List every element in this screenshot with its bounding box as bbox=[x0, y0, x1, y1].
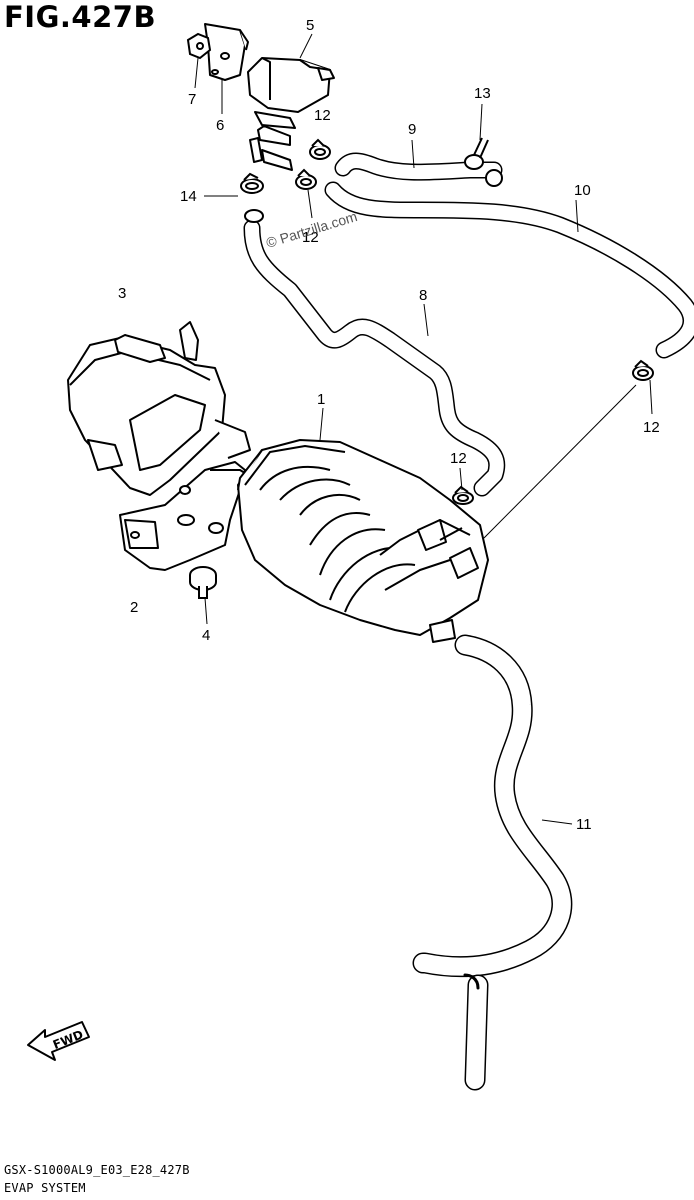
callout-4: 4 bbox=[202, 627, 210, 644]
clamp-12-hose10[interactable] bbox=[632, 359, 654, 381]
callout-12-mid: 12 bbox=[302, 229, 319, 246]
callout-8: 8 bbox=[419, 287, 427, 304]
clamp-14[interactable] bbox=[240, 172, 264, 194]
purge-control-valve[interactable] bbox=[247, 57, 335, 171]
callout-12-top: 12 bbox=[314, 107, 331, 124]
bracket[interactable] bbox=[119, 461, 249, 571]
callout-1: 1 bbox=[317, 391, 325, 408]
callout-6: 6 bbox=[216, 117, 224, 134]
callout-10: 10 bbox=[574, 182, 591, 199]
hose-8[interactable] bbox=[243, 219, 506, 497]
hose-10[interactable] bbox=[324, 181, 694, 359]
figure-name: EVAP SYSTEM bbox=[4, 1181, 86, 1195]
callout-7: 7 bbox=[188, 91, 196, 108]
figure-code: GSX-S1000AL9_E03_E28_427B bbox=[4, 1163, 190, 1177]
clamp-12-top[interactable] bbox=[309, 138, 331, 160]
canister[interactable] bbox=[237, 439, 489, 643]
hose-11[interactable] bbox=[412, 634, 573, 1091]
callout-9: 9 bbox=[408, 121, 416, 138]
hose-9-end bbox=[485, 169, 503, 187]
callout-2: 2 bbox=[130, 599, 138, 616]
callout-5: 5 bbox=[306, 17, 314, 34]
callout-12-canister: 12 bbox=[450, 450, 467, 467]
valve-bracket[interactable] bbox=[204, 23, 249, 81]
fwd-arrow: FWD bbox=[27, 1021, 90, 1061]
hose-8-end bbox=[244, 209, 264, 223]
callout-3: 3 bbox=[118, 285, 126, 302]
clamp-12-hose8[interactable] bbox=[452, 485, 474, 505]
clamp-12-mid[interactable] bbox=[295, 168, 317, 190]
hose-9[interactable] bbox=[334, 152, 503, 181]
canister-cover[interactable] bbox=[67, 321, 251, 496]
callout-11: 11 bbox=[576, 816, 592, 833]
leader-lines bbox=[194, 33, 653, 825]
nut[interactable] bbox=[186, 32, 212, 60]
callout-13: 13 bbox=[474, 85, 491, 102]
figure-title: FIG.427B bbox=[4, 0, 157, 34]
clamp-13[interactable] bbox=[464, 137, 489, 170]
callout-12-right: 12 bbox=[643, 419, 660, 436]
callout-14: 14 bbox=[180, 188, 197, 205]
bolt[interactable] bbox=[189, 566, 217, 599]
